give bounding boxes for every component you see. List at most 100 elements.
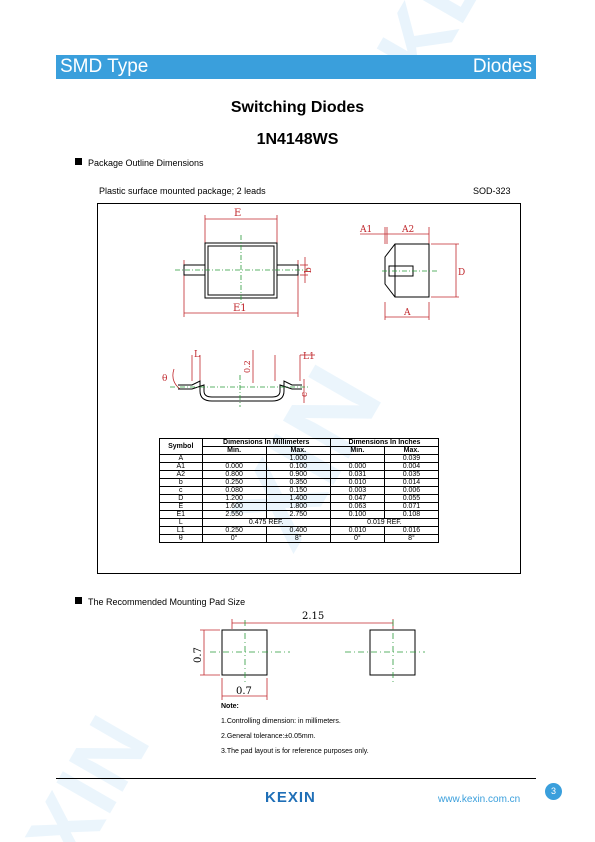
svg-text:KE: KE: [358, 0, 507, 95]
cell: 0.006: [383, 486, 440, 495]
cell: L1: [159, 526, 203, 535]
cell: E1: [159, 510, 203, 519]
cell: 0°: [201, 534, 267, 543]
cell: 0.100: [265, 462, 331, 471]
footer-logo: KEXIN: [265, 789, 316, 806]
dim-label-D: D: [458, 268, 465, 278]
cell: 0.016: [383, 526, 440, 535]
dimensions-table: Symbol Dimensions In Millimeters Dimensi…: [159, 438, 440, 543]
section2-heading-text: The Recommended Mounting Pad Size: [88, 597, 246, 607]
dim-label-b: b: [304, 267, 314, 273]
section-heading-outline: Package Outline Dimensions: [75, 158, 204, 168]
cell: D: [159, 494, 203, 503]
part-number: 1N4148WS: [256, 131, 339, 148]
cell: 0.800: [201, 470, 267, 479]
cell: 0°: [329, 534, 385, 543]
cell: 0.000: [329, 462, 385, 471]
header-right: Diodes: [472, 56, 532, 77]
cell: 8°: [265, 534, 331, 543]
cell: 0.047: [329, 494, 385, 503]
cell: 0.014: [383, 478, 440, 487]
bullet-square-icon: [75, 158, 82, 165]
cell: 0.250: [201, 526, 267, 535]
cell: 0.100: [329, 510, 385, 519]
header-banner: SMD Type Diodes: [56, 55, 536, 79]
cell: 0.035: [383, 470, 440, 479]
table-header-min: Min.: [201, 446, 267, 455]
cell: 1.600: [201, 502, 267, 511]
cell: 0.010: [329, 526, 385, 535]
dim-label-E1: E1: [233, 303, 247, 314]
dim-label-A1: A1: [359, 225, 372, 235]
package-desc: Plastic surface mounted package; 2 leads: [99, 186, 266, 196]
cell: 2.750: [265, 510, 331, 519]
cell: 0.250: [201, 478, 267, 487]
cell: 0.475 REF.: [201, 518, 331, 527]
header-left: SMD Type: [60, 56, 149, 77]
footer-url[interactable]: www.kexin.com.cn: [438, 794, 521, 805]
side-view-drawing: A1 A2 A D: [359, 225, 465, 320]
dim-label-L1: L1: [303, 352, 315, 362]
cell: 0.010: [329, 478, 385, 487]
bullet-square-icon: [75, 597, 82, 604]
cell: 0.000: [201, 462, 267, 471]
cell: b: [159, 478, 203, 487]
cell: 0.900: [265, 470, 331, 479]
mounting-pad-drawing: 2.15 0.7 0.7: [193, 611, 425, 700]
table-header-mm: Dimensions In Millimeters: [201, 438, 331, 447]
cell: 1.200: [201, 494, 267, 503]
dim-label-E: E: [234, 208, 241, 219]
dim-label-q: 0.2: [243, 360, 252, 373]
table-header-max: Max.: [383, 446, 440, 455]
notes-title: Note:: [221, 703, 239, 710]
cell: 0.063: [329, 502, 385, 511]
cell: 0.071: [383, 502, 440, 511]
cell: 0.003: [329, 486, 385, 495]
cell: E: [159, 502, 203, 511]
cell: 0.400: [265, 526, 331, 535]
cell: [201, 454, 267, 463]
cell: c: [159, 486, 203, 495]
dim-label-span: 2.15: [302, 611, 324, 622]
front-view-drawing: θ L 0.2 L1 c: [162, 350, 315, 407]
dim-label-A: A: [403, 308, 411, 318]
cell: A: [159, 454, 203, 463]
cell: 1.800: [265, 502, 331, 511]
cell: 1.400: [265, 494, 331, 503]
table-header-in: Dimensions In Inches: [329, 438, 440, 447]
cell: 0.019 REF.: [329, 518, 440, 527]
note-item: 1.Controlling dimension: in millimeters.: [221, 718, 341, 725]
cell: 2.550: [201, 510, 267, 519]
cell: 1.000: [265, 454, 331, 463]
section1-heading-text: Package Outline Dimensions: [88, 158, 204, 168]
cell: A1: [159, 462, 203, 471]
cell: 0.031: [329, 470, 385, 479]
cell: 0.108: [383, 510, 440, 519]
cell: 0.350: [265, 478, 331, 487]
cell: 0.004: [383, 462, 440, 471]
table-header-symbol: Symbol: [159, 438, 203, 455]
dim-label-theta: θ: [162, 374, 167, 384]
footer-divider: [56, 778, 536, 779]
cell: [329, 454, 385, 463]
svg-text:XIN: XIN: [8, 701, 170, 842]
dim-label-height: 0.7: [193, 647, 204, 663]
section-heading-pad: The Recommended Mounting Pad Size: [75, 597, 245, 607]
cell: 0.080: [201, 486, 267, 495]
cell: 8°: [383, 534, 440, 543]
dim-label-A2: A2: [401, 225, 414, 235]
page-number-badge: 3: [545, 783, 562, 800]
dim-label-c: c: [300, 392, 310, 397]
top-view-drawing: E E1 b: [175, 208, 314, 317]
